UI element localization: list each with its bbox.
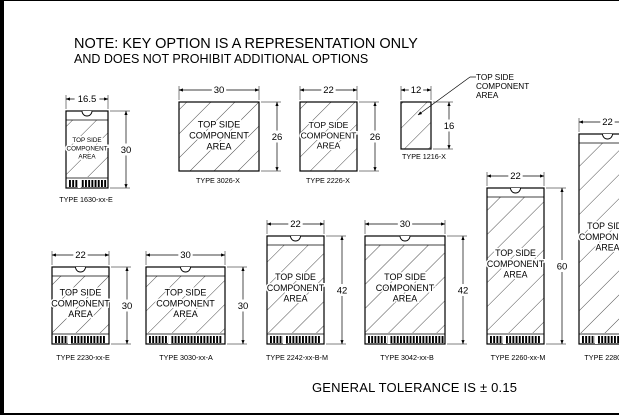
module-type-label: TYPE 3026-X: [196, 176, 240, 185]
note-line-1: NOTE: KEY OPTION IS A REPRESENTATION ONL…: [74, 36, 418, 52]
width-dimension-value: 22: [602, 117, 613, 128]
area-label-line: COMPONENT: [487, 259, 545, 269]
area-label-line: TOP SIDE: [309, 120, 349, 130]
edge-connector: [149, 335, 222, 344]
area-label-line: TOP SIDE: [384, 272, 426, 282]
width-dimension-value: 22: [510, 171, 521, 182]
mounting-notch: [180, 266, 191, 273]
width-dimension-value: 30: [180, 250, 191, 261]
callout-label-line-2: COMPONENT: [476, 82, 529, 91]
length-dimension-value: 42: [458, 286, 469, 297]
module-type-label: TYPE 3042-xx-B: [380, 353, 434, 362]
width-dimension-value: 12: [411, 85, 422, 96]
area-label-line: TOP SIDE: [165, 288, 207, 298]
module-type-label: TYPE 1216-X: [402, 152, 446, 161]
area-label-line: COMPONENT: [579, 232, 619, 242]
length-dimension-value: 42: [337, 286, 348, 297]
component-area-hatch: [300, 102, 357, 171]
module-type-label: TYPE 3030-xx-A: [159, 353, 213, 362]
component-area-hatch: [179, 102, 259, 171]
area-label-line: TOP SIDE: [275, 272, 316, 282]
component-area-hatch: [66, 120, 108, 177]
component-area-hatch: [146, 276, 225, 333]
length-dimension-value: 60: [557, 262, 568, 273]
module-type-label: TYPE 2226-X: [306, 176, 350, 185]
length-dimension-value: 30: [238, 301, 249, 312]
area-label-line: AREA: [317, 141, 341, 151]
width-dimension-value: 16.5: [78, 94, 97, 105]
mounting-notch: [399, 235, 411, 242]
area-label-line: AREA: [173, 309, 198, 319]
edge-connector: [69, 179, 107, 188]
callout-label-line-3: AREA: [476, 91, 499, 100]
mounting-notch: [602, 133, 613, 140]
area-label-line: COMPONENT: [67, 145, 108, 152]
length-dimension-value: 26: [370, 132, 381, 143]
length-dimension-value: 16: [444, 121, 455, 132]
length-dimension-value: 26: [272, 132, 283, 143]
component-area-hatch: [365, 245, 445, 333]
edge-connector: [55, 335, 105, 344]
area-label-line: COMPONENT: [267, 283, 325, 293]
area-label-line: COMPONENT: [51, 298, 110, 308]
area-label-line: AREA: [284, 293, 308, 303]
area-label-line: AREA: [206, 141, 232, 151]
area-label-line: AREA: [596, 242, 619, 252]
mounting-notch: [510, 187, 521, 194]
area-label-line: TOP SIDE: [72, 137, 101, 144]
module-type-label: TYPE 2242-xx-B-M: [266, 353, 328, 362]
width-dimension-value: 22: [323, 85, 334, 96]
area-label-line: AREA: [78, 153, 96, 160]
area-label-line: AREA: [504, 269, 528, 279]
width-dimension-value: 30: [214, 85, 225, 96]
edge-connector: [490, 335, 540, 344]
mounting-notch: [81, 110, 93, 117]
width-dimension-value: 22: [290, 219, 301, 230]
area-label-line: TOP SIDE: [60, 288, 102, 298]
width-dimension-value: 22: [75, 250, 86, 261]
area-label-line: AREA: [68, 309, 93, 319]
area-label-line: AREA: [393, 294, 418, 304]
module-type-label: TYPE 2280-: [584, 353, 619, 362]
width-dimension-value: 30: [400, 219, 411, 230]
note-line-2: AND DOES NOT PROHIBIT ADDITIONAL OPTIONS: [74, 52, 369, 66]
edge-connector: [582, 335, 619, 344]
area-label-line: COMPONENT: [156, 298, 215, 308]
area-label-line: COMPONENT: [189, 130, 249, 140]
component-area-hatch: [267, 245, 324, 333]
area-label-line: COMPONENT: [376, 283, 435, 293]
area-label-line: TOP SIDE: [495, 248, 536, 258]
module-type-label: TYPE 1630-xx-E: [59, 195, 113, 204]
mounting-notch: [290, 235, 301, 242]
component-area-hatch: [487, 197, 544, 333]
length-dimension-value: 30: [122, 301, 133, 312]
component-area-hatch: [52, 276, 109, 333]
module-type-label: TYPE 2260-xx-M: [491, 353, 546, 362]
general-tolerance: GENERAL TOLERANCE IS ± 0.15: [312, 380, 518, 395]
callout-1216: TOP SIDE COMPONENT AREA: [417, 73, 529, 116]
area-label-line: TOP SIDE: [198, 119, 241, 129]
edge-connector: [270, 335, 320, 344]
edge-connector: [368, 335, 444, 344]
component-area-hatch: [579, 143, 619, 333]
length-dimension-value: 30: [121, 145, 132, 156]
area-label-line: COMPONENT: [301, 130, 358, 140]
area-label-line: TOP SIDE: [587, 221, 619, 231]
module-type-label: TYPE 2230-xx-E: [56, 353, 110, 362]
mounting-notch: [75, 266, 86, 273]
note-text: NOTE: KEY OPTION IS A REPRESENTATION ONL…: [74, 37, 418, 67]
callout-label-line-1: TOP SIDE: [476, 73, 514, 82]
